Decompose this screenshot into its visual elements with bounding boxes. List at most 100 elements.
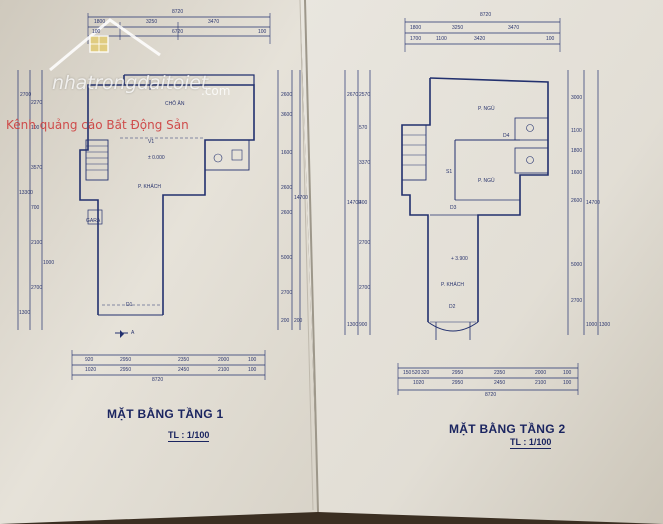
dim-left: 700 bbox=[31, 205, 40, 211]
dim-right: 1300 bbox=[599, 322, 611, 328]
dim-right: 2700 bbox=[281, 290, 293, 296]
dim-bottom: 2450 bbox=[494, 380, 506, 386]
dim-left: 2100 bbox=[31, 240, 43, 246]
dim-bottom: 2450 bbox=[178, 367, 190, 373]
dim-left: 2700 bbox=[20, 92, 32, 98]
dim-right: 200 bbox=[281, 318, 290, 324]
dim-bottom: 320 bbox=[421, 370, 430, 376]
dim-bottom: 2350 bbox=[178, 357, 190, 363]
dim-bottom: 2000 bbox=[218, 357, 230, 363]
dim-top-total: 8720 bbox=[172, 9, 184, 15]
dim-left: 14700 bbox=[347, 200, 361, 206]
dim-bottom: 520 bbox=[412, 370, 421, 376]
dim-bottom-total: 8720 bbox=[485, 392, 497, 398]
upper-floor-scale: TL : 1/100 bbox=[510, 437, 552, 449]
dim-right: 2700 bbox=[571, 298, 583, 304]
dim-left: 3570 bbox=[31, 165, 43, 171]
dim-left: 1300 bbox=[347, 322, 359, 328]
right-page bbox=[300, 0, 663, 524]
dim-top: 3470 bbox=[508, 25, 520, 31]
window-s1: S1 bbox=[446, 169, 453, 175]
room-gara: GARA bbox=[86, 218, 101, 224]
dim-top: 1700 bbox=[410, 36, 422, 42]
dim-bottom: 2000 bbox=[535, 370, 547, 376]
door-v1: V1 bbox=[148, 139, 155, 145]
dim-left: 13300 bbox=[19, 190, 33, 196]
dim-left: 3370 bbox=[359, 160, 371, 166]
dim-right: 1000 bbox=[586, 322, 598, 328]
dim-top: 100 bbox=[546, 36, 555, 42]
dim-right: 2600 bbox=[281, 210, 293, 216]
dim-left: 2270 bbox=[31, 100, 43, 106]
door-d3: D3 bbox=[450, 205, 457, 211]
dim-bottom: 2950 bbox=[120, 357, 132, 363]
dim-right: 2600 bbox=[281, 185, 293, 191]
dim-bottom: 100 bbox=[563, 370, 572, 376]
dim-right: 14700 bbox=[294, 195, 308, 201]
dim-bottom: 2950 bbox=[120, 367, 132, 373]
dim-top: 3250 bbox=[452, 25, 464, 31]
dim-top: 6720 bbox=[172, 29, 184, 35]
dim-left: 1300 bbox=[19, 310, 31, 316]
dim-right: 1600 bbox=[281, 150, 293, 156]
dim-right: 2600 bbox=[281, 92, 293, 98]
dim-left: 2700 bbox=[31, 285, 43, 291]
dim-left: 900 bbox=[359, 322, 368, 328]
door-d1: D1 bbox=[126, 302, 133, 308]
dim-left: 2570 bbox=[359, 92, 371, 98]
dim-bottom: 1020 bbox=[413, 380, 425, 386]
door-d4: D4 bbox=[503, 133, 510, 139]
dim-bottom: 150 bbox=[403, 370, 412, 376]
house-logo-icon bbox=[49, 18, 161, 72]
dim-bottom: 2100 bbox=[535, 380, 547, 386]
room-living: P. KHÁCH bbox=[441, 282, 464, 288]
dim-left: 2700 bbox=[359, 285, 371, 291]
dim-right: 14700 bbox=[586, 200, 600, 206]
dim-bottom: 1020 bbox=[85, 367, 97, 373]
dim-top: 100 bbox=[92, 29, 101, 35]
dim-left: 1000 bbox=[43, 260, 55, 266]
dim-top-total: 8720 bbox=[480, 12, 492, 18]
dim-right: 5000 bbox=[281, 255, 293, 261]
watermark-slogan: Kênh quảng cáo Bất Động Sản bbox=[6, 118, 189, 132]
dim-right: 3000 bbox=[571, 95, 583, 101]
floor-level: + 3.900 bbox=[451, 256, 468, 262]
dim-left: 400 bbox=[359, 200, 368, 206]
dim-right: 2600 bbox=[571, 198, 583, 204]
dim-bottom: 2950 bbox=[452, 370, 464, 376]
dim-bottom: 920 bbox=[85, 357, 94, 363]
dim-left: 100 bbox=[31, 125, 40, 131]
floor-level: ± 0.000 bbox=[148, 155, 165, 161]
room-living: P. KHÁCH bbox=[138, 184, 161, 190]
room-dining: CHỖ ĂN bbox=[165, 101, 185, 107]
dim-top: 100 bbox=[258, 29, 267, 35]
dim-bottom: 2950 bbox=[452, 380, 464, 386]
page-fold bbox=[304, 0, 319, 513]
ground-floor-title: MẶT BẰNG TẦNG 1 bbox=[107, 407, 224, 421]
left-page bbox=[0, 0, 318, 524]
dim-right: 1100 bbox=[571, 128, 582, 134]
dim-top: 1100 bbox=[436, 36, 447, 42]
dim-bottom: 2350 bbox=[494, 370, 506, 376]
room-bedroom-2: P. NGỦ bbox=[478, 178, 495, 184]
dim-right: 1600 bbox=[571, 170, 583, 176]
section-marker: A bbox=[131, 330, 135, 336]
watermark-domain: nhatrongdaitoiet bbox=[52, 72, 208, 94]
dim-right: 200 bbox=[294, 318, 303, 324]
upper-floor-plan bbox=[344, 18, 599, 395]
dim-right: 5000 bbox=[571, 262, 583, 268]
door-d2: D2 bbox=[449, 304, 456, 310]
ground-floor-scale: TL : 1/100 bbox=[168, 430, 210, 442]
dim-left: 570 bbox=[359, 125, 368, 131]
dim-bottom: 2100 bbox=[218, 367, 230, 373]
dim-top: 1800 bbox=[94, 19, 106, 25]
dim-top: 3420 bbox=[474, 36, 486, 42]
ground-floor-plan bbox=[17, 13, 301, 380]
dim-left: 2700 bbox=[359, 240, 371, 246]
dim-bottom: 100 bbox=[563, 380, 572, 386]
dim-top: 1800 bbox=[410, 25, 422, 31]
dim-left: 2670 bbox=[347, 92, 359, 98]
watermark-com: .com bbox=[201, 84, 231, 98]
dim-right: 1800 bbox=[571, 148, 583, 154]
